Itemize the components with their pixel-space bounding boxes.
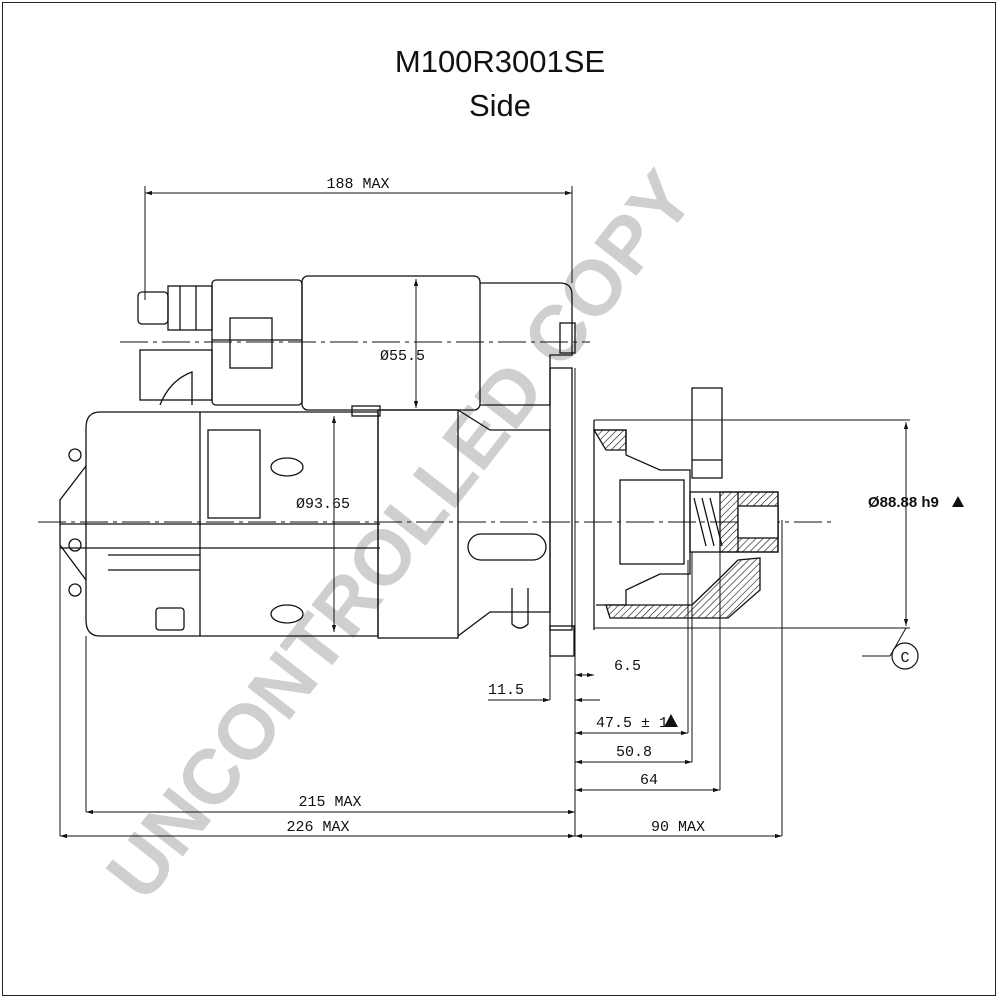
part-number-title: M100R3001SE <box>394 44 606 79</box>
flange-pinion <box>592 387 779 630</box>
dim-47-5-triangle-icon <box>664 714 678 727</box>
view-title: Side <box>468 88 532 123</box>
starter-outline <box>38 275 835 657</box>
dim-215-max: 215 MAX <box>298 794 361 811</box>
watermark-text: UNCONTROLLED COPY <box>89 154 711 915</box>
datum-c-label: C <box>900 650 909 667</box>
dim-188-max: 188 MAX <box>326 176 389 193</box>
dim-solenoid-dia: Ø55.5 <box>380 348 425 365</box>
watermark: UNCONTROLLED COPY <box>89 154 711 915</box>
dim-6-5: 6.5 <box>614 658 641 675</box>
datum-c-circle <box>891 642 919 670</box>
dimension-lines <box>59 186 910 839</box>
dim-pilot-dia: Ø88.88 h9 <box>868 494 939 511</box>
pilot-dia-triangle-icon <box>952 496 964 507</box>
dim-47-5: 47.5 ± 1 <box>596 715 668 732</box>
dim-90-max: 90 MAX <box>651 819 705 836</box>
dim-11-5: 11.5 <box>488 682 524 699</box>
dim-50-8: 50.8 <box>616 744 652 761</box>
drive-housing <box>377 367 575 657</box>
dim-226-max: 226 MAX <box>286 819 349 836</box>
dim-motor-dia: Ø93.65 <box>296 496 350 513</box>
solenoid <box>137 275 576 417</box>
dim-64: 64 <box>640 772 658 789</box>
